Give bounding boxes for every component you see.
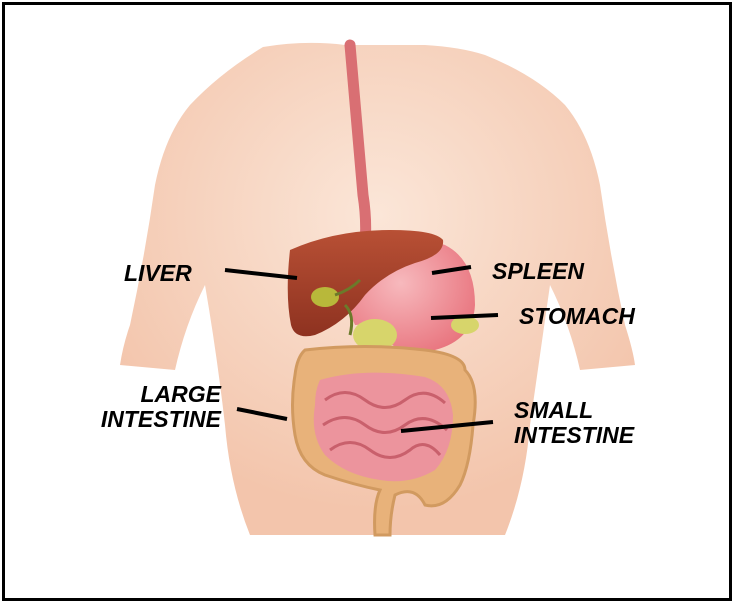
leader-small-intestine xyxy=(401,422,493,431)
leader-large-intestine xyxy=(237,409,287,419)
leader-lines xyxy=(5,5,729,598)
leader-stomach xyxy=(431,315,498,318)
leader-spleen xyxy=(432,267,471,273)
leader-liver xyxy=(225,270,297,278)
